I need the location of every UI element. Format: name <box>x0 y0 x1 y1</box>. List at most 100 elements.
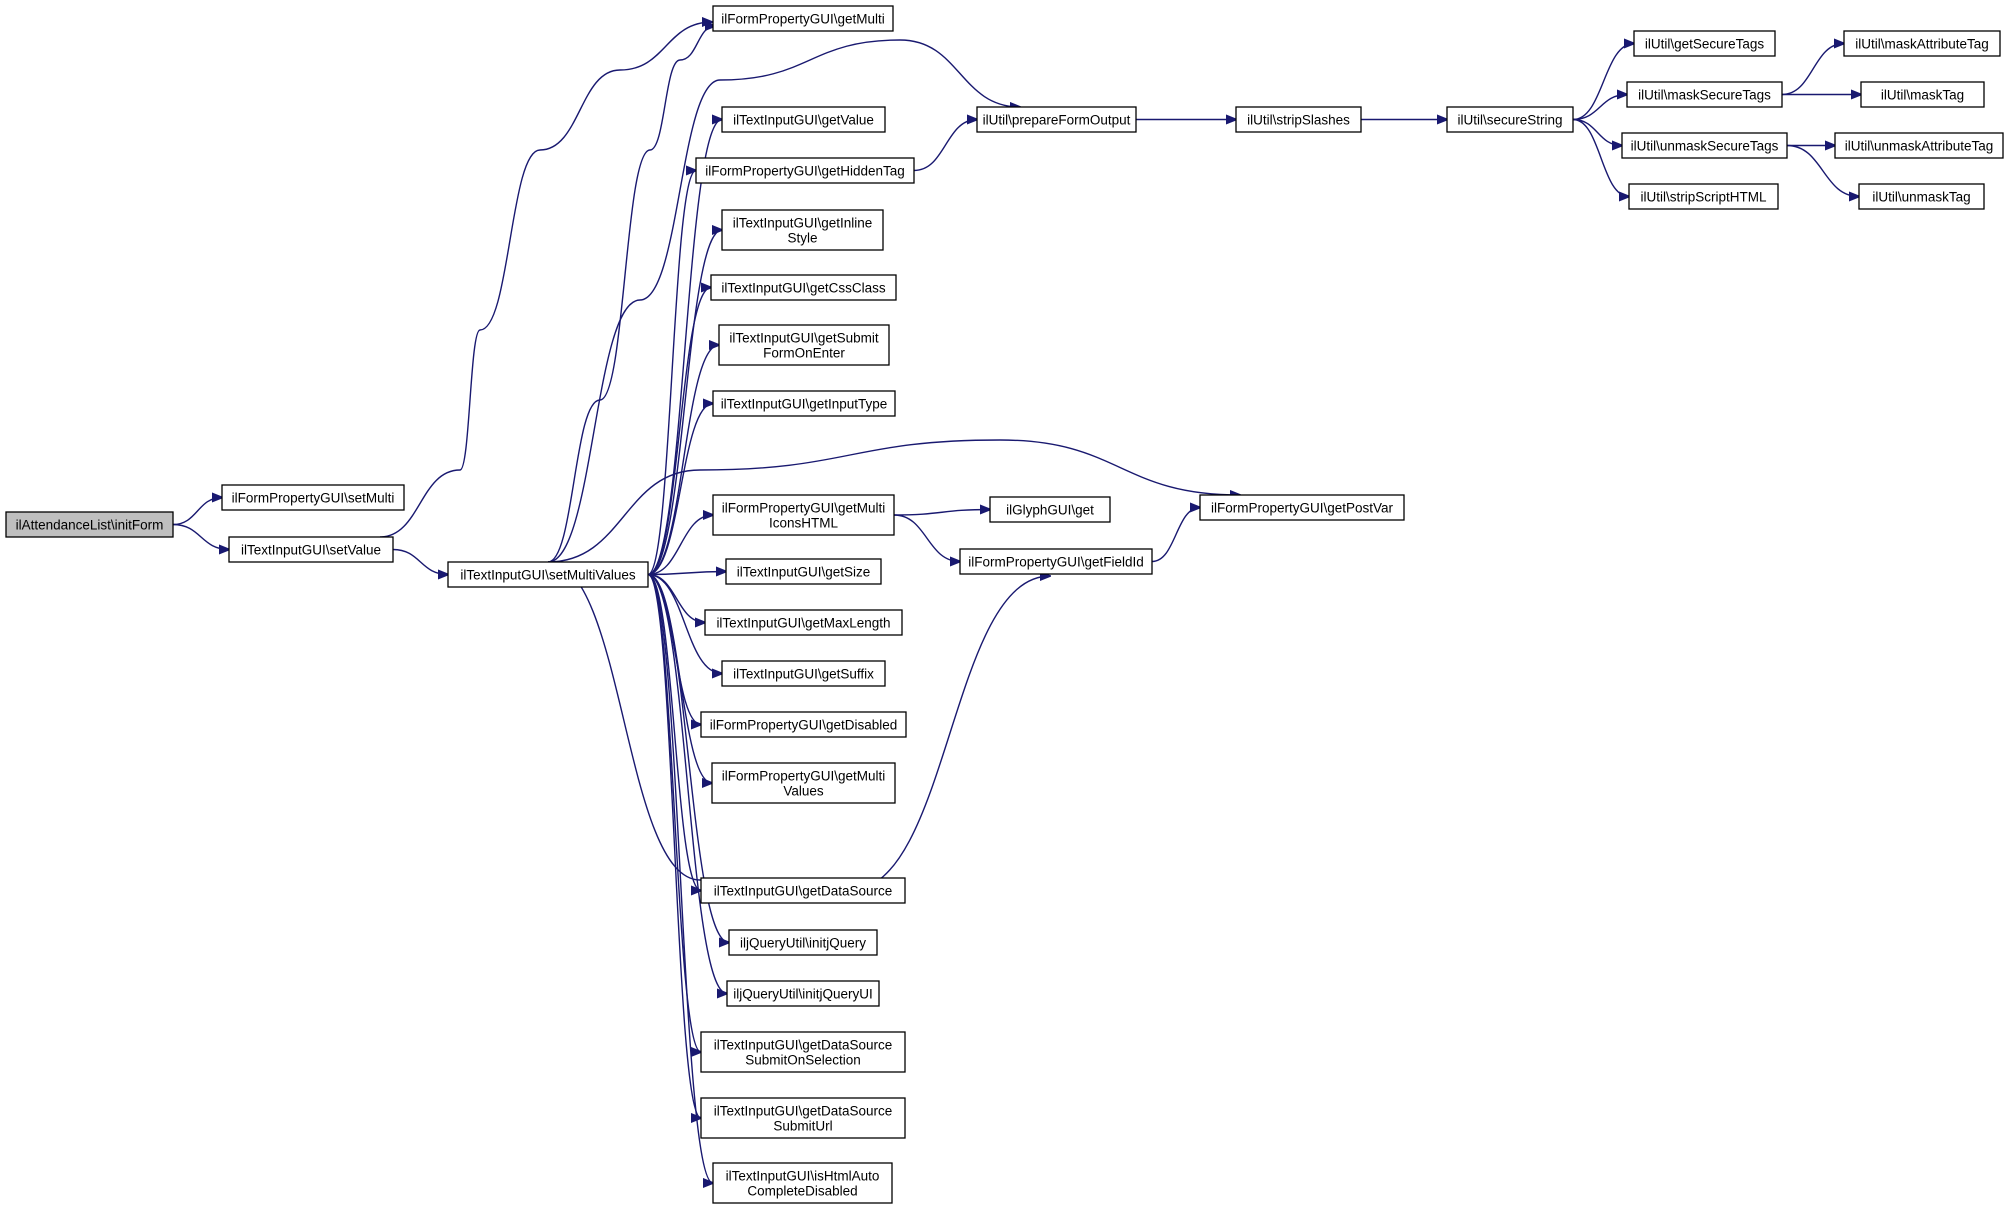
graph-node[interactable]: ilTextInputGUI\getValue <box>721 106 886 133</box>
graph-node[interactable]: ilTextInputGUI\getCssClass <box>710 274 897 301</box>
graph-node[interactable]: ilTextInputGUI\isHtmlAutoCompleteDisable… <box>712 1162 893 1204</box>
node-label: FormOnEnter <box>763 346 845 361</box>
graph-node[interactable]: ilFormPropertyGUI\getMulti <box>712 5 894 32</box>
node-box <box>1446 106 1574 133</box>
graph-node[interactable]: ilUtil\maskTag <box>1860 81 1985 108</box>
node-label: ilTextInputGUI\getInline <box>733 216 873 231</box>
node-box <box>1843 30 2001 57</box>
node-label: ilFormPropertyGUI\getMulti <box>722 769 886 784</box>
node-label: ilGlyphGUI\get <box>1006 503 1094 518</box>
node-label: ilUtil\unmaskTag <box>1872 190 1970 205</box>
node-label: ilTextInputGUI\setValue <box>241 543 381 558</box>
node-label: ilUtil\unmaskAttributeTag <box>1845 139 1994 154</box>
node-label: ilTextInputGUI\getSubmit <box>729 331 879 346</box>
graph-node[interactable]: ilFormPropertyGUI\getFieldId <box>959 548 1153 575</box>
node-box <box>704 609 903 636</box>
node-label: ilUtil\maskTag <box>1881 88 1964 103</box>
node-label: ilFormPropertyGUI\getDisabled <box>710 718 898 733</box>
graph-node[interactable]: ilTextInputGUI\getDataSource <box>700 877 906 904</box>
node-label: iljQueryUtil\initjQueryUI <box>733 987 873 1002</box>
node-box <box>712 390 896 417</box>
node-label: iljQueryUtil\initjQuery <box>740 936 866 951</box>
graph-node[interactable]: ilTextInputGUI\getDataSourceSubmitOnSele… <box>700 1031 906 1073</box>
edge-n0-n1 <box>172 498 222 526</box>
graph-node[interactable]: ilUtil\unmaskAttributeTag <box>1834 132 2004 159</box>
node-label: ilAttendanceList\initForm <box>16 518 164 533</box>
node-label: ilFormPropertyGUI\getMulti <box>721 12 885 27</box>
edge-n13-n14 <box>893 510 990 516</box>
graph-node[interactable]: ilTextInputGUI\getMaxLength <box>704 609 903 636</box>
edge-n15-n12 <box>1151 508 1200 563</box>
edge-n7-n5 <box>913 120 977 172</box>
node-label: ilTextInputGUI\isHtmlAuto <box>726 1169 880 1184</box>
node-label: Values <box>783 784 824 799</box>
graph-node[interactable]: ilUtil\maskAttributeTag <box>1843 30 2001 57</box>
node-box <box>228 536 394 563</box>
node-box <box>1858 183 1985 210</box>
node-box <box>721 106 886 133</box>
graph-node[interactable]: ilUtil\unmaskSecureTags <box>1621 132 1788 159</box>
graph-node[interactable]: ilUtil\getSecureTags <box>1633 30 1776 57</box>
node-box <box>1633 30 1776 57</box>
node-label: ilUtil\getSecureTags <box>1645 37 1765 52</box>
graph-node[interactable]: ilTextInputGUI\getSize <box>725 558 882 585</box>
node-box <box>447 561 649 588</box>
edge-n4-n16 <box>647 572 726 575</box>
graph-node[interactable]: ilAttendanceList\initForm <box>5 511 174 538</box>
edge-n4-n6 <box>647 120 722 576</box>
graph-node[interactable]: ilUtil\prepareFormOutput <box>976 106 1137 133</box>
edge-n4-n22 <box>647 573 729 943</box>
graph-node[interactable]: ilUtil\stripScriptHTML <box>1628 183 1779 210</box>
node-label: ilUtil\stripScriptHTML <box>1640 190 1767 205</box>
graph-node[interactable]: ilFormPropertyGUI\getPostVar <box>1199 494 1405 521</box>
edge-n28-n29 <box>1572 44 1634 121</box>
node-box <box>725 558 882 585</box>
edge-n4-n3 <box>547 26 715 563</box>
node-label: ilFormPropertyGUI\getFieldId <box>968 555 1144 570</box>
node-label: SubmitOnSelection <box>745 1053 861 1068</box>
node-box <box>728 929 878 956</box>
node-box <box>710 274 897 301</box>
node-box <box>1621 132 1788 159</box>
node-box <box>721 660 886 687</box>
node-label: ilFormPropertyGUI\setMulti <box>232 491 395 506</box>
graph-node[interactable]: ilGlyphGUI\get <box>989 496 1111 523</box>
node-label: ilUtil\stripSlashes <box>1247 113 1350 128</box>
graph-node[interactable]: ilTextInputGUI\getInputType <box>712 390 896 417</box>
edge-n0-n2 <box>172 523 229 550</box>
node-box <box>726 980 880 1007</box>
edge-n4-n12 <box>547 439 1240 563</box>
edge-n4-n21 <box>647 573 701 891</box>
graph-node[interactable]: ilUtil\unmaskTag <box>1858 183 1985 210</box>
graph-node[interactable]: ilTextInputGUI\setMultiValues <box>447 561 649 588</box>
graph-node[interactable]: ilFormPropertyGUI\getHiddenTag <box>695 157 915 184</box>
node-box <box>1199 494 1405 521</box>
node-label: ilUtil\secureString <box>1457 113 1562 128</box>
graph-node[interactable]: ilTextInputGUI\getSuffix <box>721 660 886 687</box>
graph-node[interactable]: iljQueryUtil\initjQuery <box>728 929 878 956</box>
node-label: ilTextInputGUI\getCssClass <box>721 281 886 296</box>
node-box <box>700 877 906 904</box>
node-box <box>711 762 896 804</box>
graph-node[interactable]: ilUtil\secureString <box>1446 106 1574 133</box>
edge-n28-n32 <box>1572 118 1629 197</box>
edge-n2-n4 <box>392 548 448 575</box>
edge-n2-n3 <box>379 22 712 538</box>
graph-node[interactable]: ilTextInputGUI\setValue <box>228 536 394 563</box>
node-box <box>712 1162 893 1204</box>
graph-node[interactable]: ilFormPropertyGUI\getDisabled <box>700 711 907 738</box>
graph-node[interactable]: ilUtil\stripSlashes <box>1235 106 1362 133</box>
node-box <box>1628 183 1779 210</box>
node-label: ilTextInputGUI\getDataSource <box>714 1104 893 1119</box>
graph-node[interactable]: iljQueryUtil\initjQueryUI <box>726 980 880 1007</box>
edge-n30-n33 <box>1781 44 1844 96</box>
graph-node[interactable]: ilFormPropertyGUI\setMulti <box>221 484 405 511</box>
graph-node[interactable]: ilUtil\maskSecureTags <box>1626 81 1783 108</box>
node-label: ilFormPropertyGUI\getHiddenTag <box>705 164 905 179</box>
edge-n31-n36 <box>1786 144 1859 197</box>
